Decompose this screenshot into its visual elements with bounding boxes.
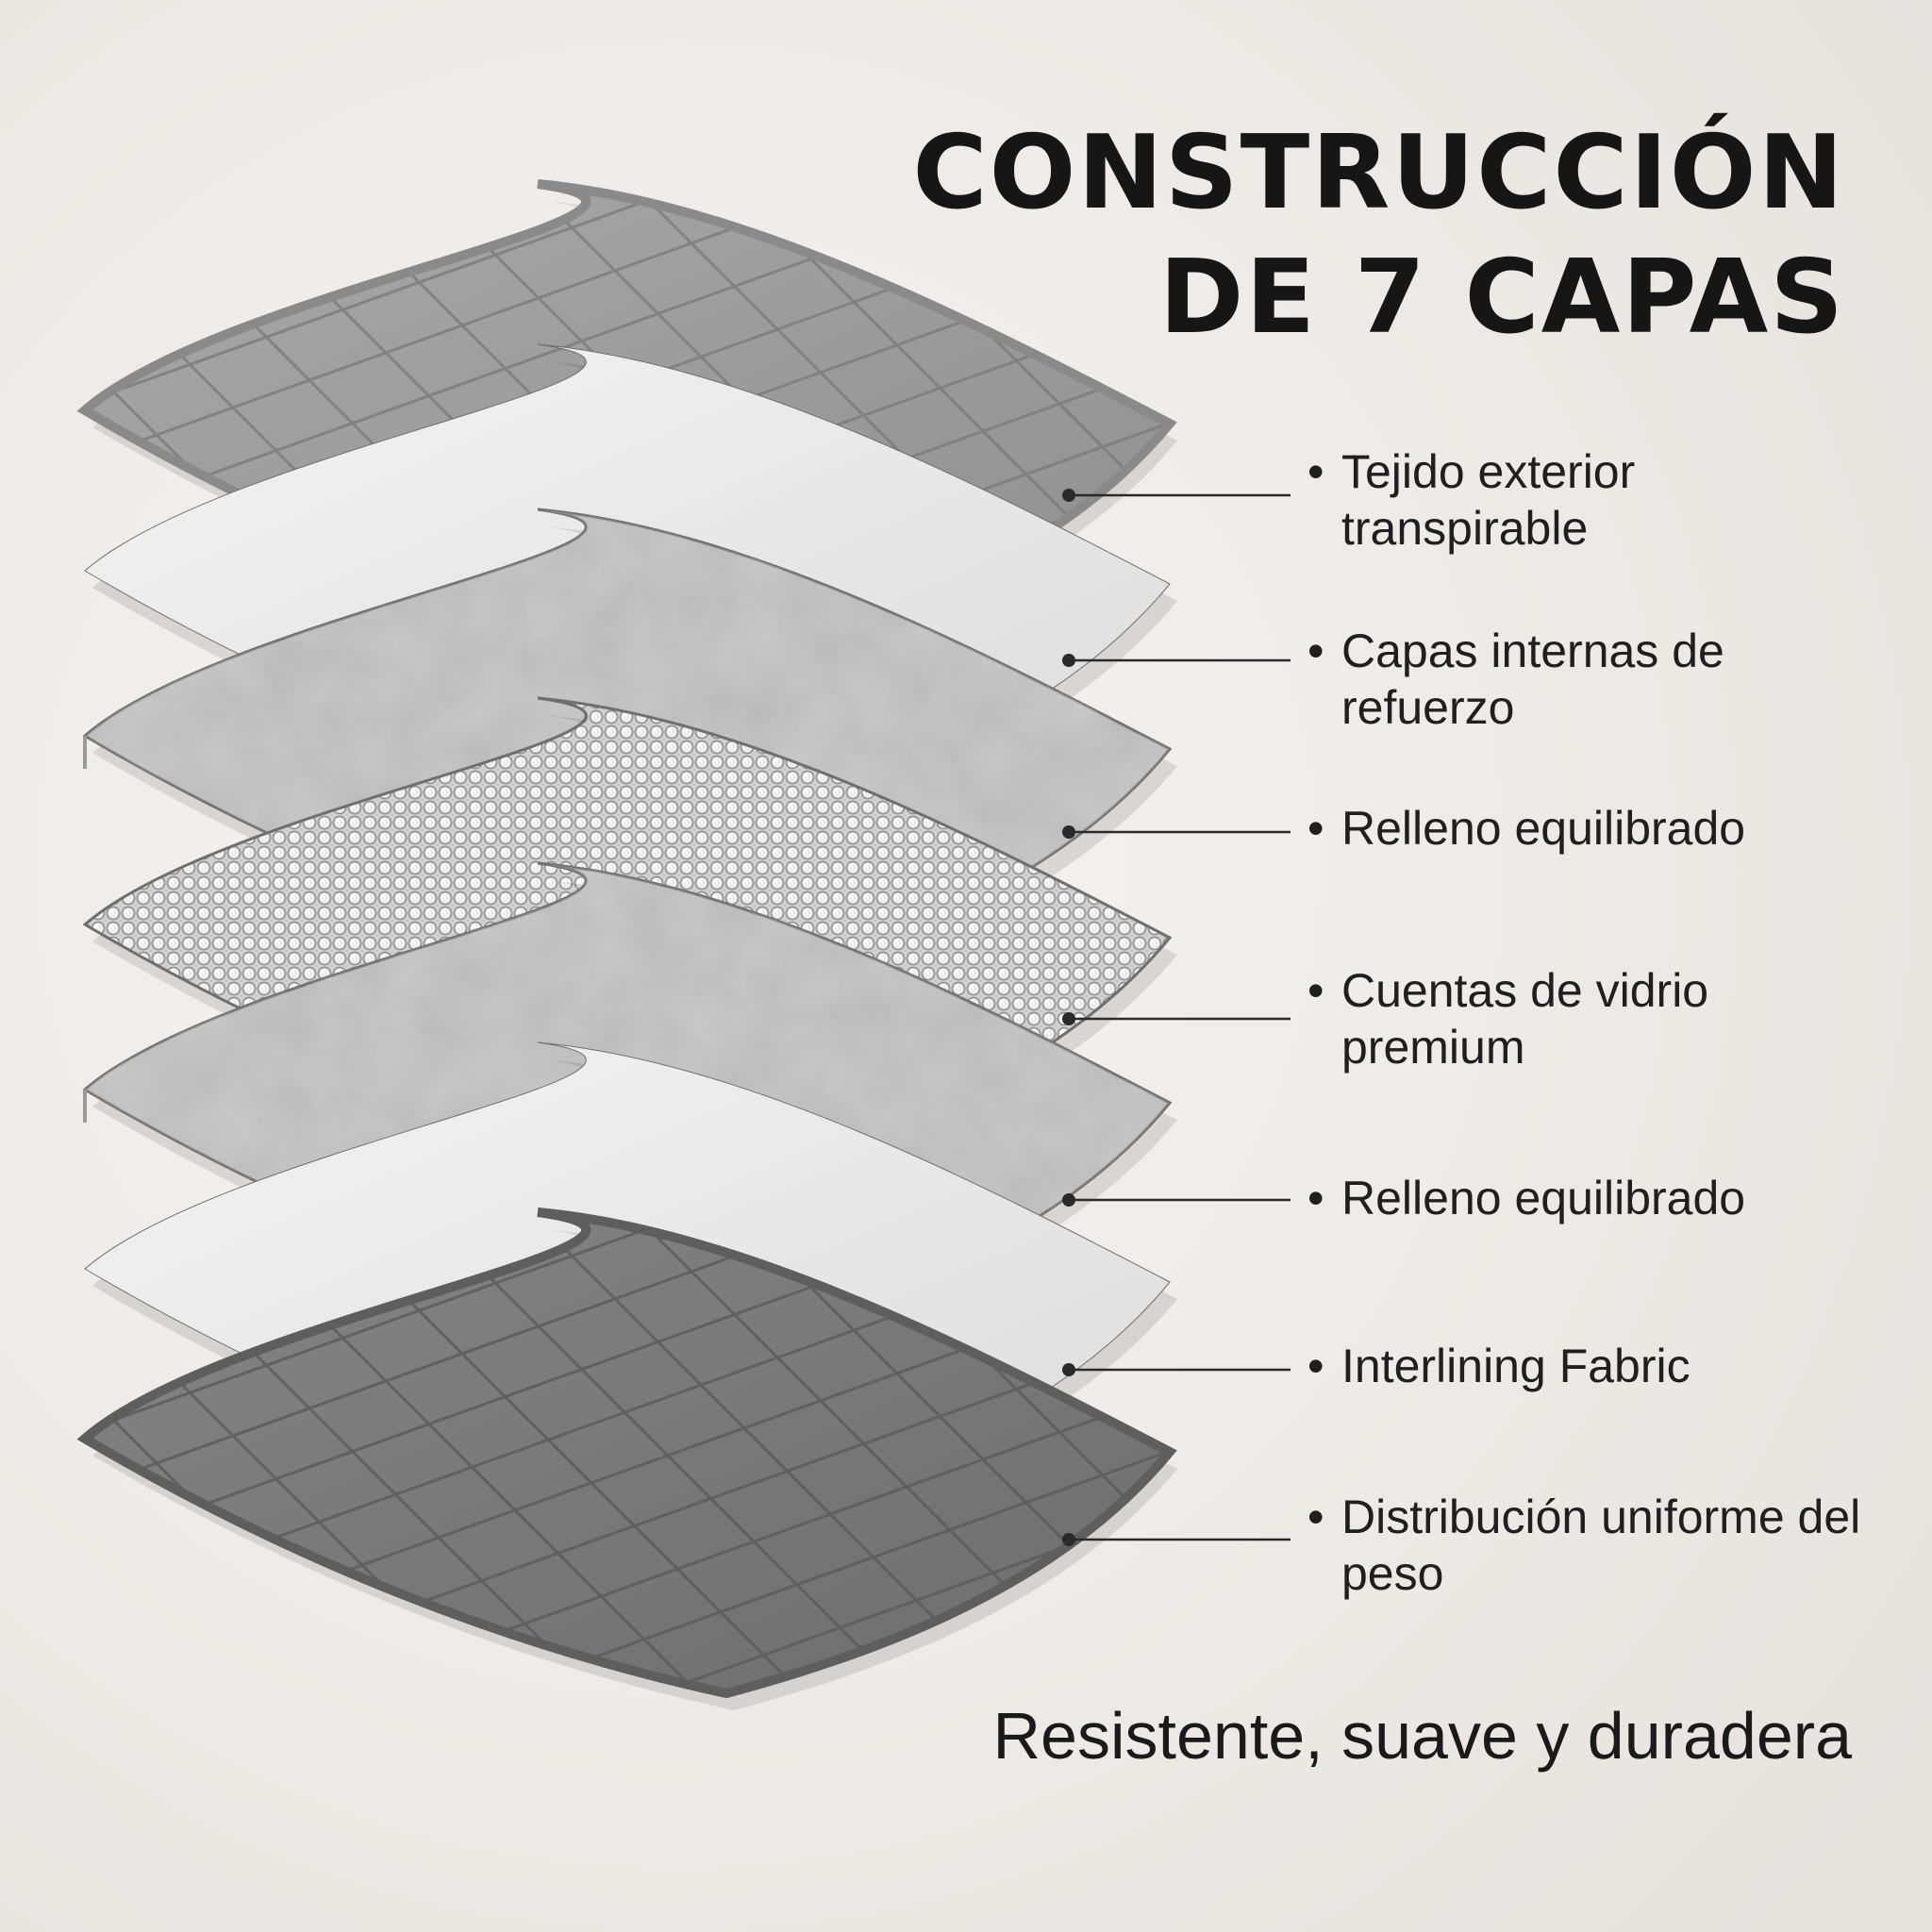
leader-dot-1 (1062, 489, 1075, 502)
title-line-1: CONSTRUCCIÓN (912, 114, 1845, 232)
leader-dot-2 (1062, 654, 1075, 667)
page-title: CONSTRUCCIÓN DE 7 CAPAS (912, 111, 1845, 360)
layer-7-quilted (76, 1208, 1177, 1710)
layer-label-text: Cuentas de vidrio premium (1341, 964, 1709, 1074)
leader-dot-6 (1062, 1363, 1075, 1376)
leader-dot-4 (1062, 1012, 1075, 1025)
layer-label-text: Tejido exterior transpirable (1341, 445, 1636, 555)
layer-label-3: • Relleno equilibrado (1307, 800, 1745, 857)
layer-label-4: • Cuentas de vidrio premium (1307, 962, 1889, 1075)
leader-dot-3 (1062, 825, 1075, 839)
bullet-icon: • (1307, 445, 1324, 498)
bullet-icon: • (1307, 1491, 1324, 1543)
bullet-icon: • (1307, 964, 1324, 1017)
leader-dot-5 (1062, 1193, 1075, 1207)
layer-label-1: • Tejido exterior transpirable (1307, 443, 1889, 557)
bullet-icon: • (1307, 1340, 1324, 1392)
tagline: Resistente, suave y duradera (992, 1699, 1852, 1773)
layer-label-text: Relleno equilibrado (1341, 802, 1746, 855)
layer-label-text: Relleno equilibrado (1341, 1172, 1746, 1224)
layer-label-7: • Distribución uniforme del peso (1307, 1489, 1889, 1602)
bullet-icon: • (1307, 625, 1324, 677)
layer-label-2: • Capas internas de refuerzo (1307, 623, 1889, 736)
layer-label-text: Interlining Fabric (1341, 1340, 1690, 1392)
leader-dot-7 (1062, 1533, 1075, 1546)
layer-label-text: Capas internas de refuerzo (1341, 625, 1724, 734)
layer-label-6: • Interlining Fabric (1307, 1338, 1690, 1394)
layer-label-text: Distribución uniforme del peso (1341, 1491, 1861, 1600)
title-line-2: DE 7 CAPAS (1158, 239, 1845, 357)
bullet-icon: • (1307, 1172, 1324, 1224)
layer-label-5: • Relleno equilibrado (1307, 1170, 1745, 1226)
bullet-icon: • (1307, 802, 1324, 855)
